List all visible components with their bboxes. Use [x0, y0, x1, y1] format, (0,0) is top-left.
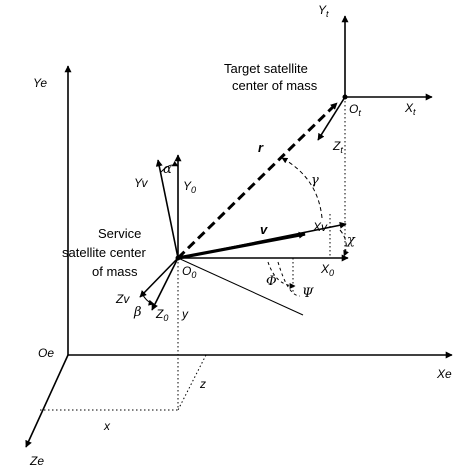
zv-label: Zv: [115, 292, 130, 306]
beta-label: β: [133, 305, 142, 320]
service-label-line1: Service: [98, 226, 141, 241]
o0-label: O0: [182, 264, 196, 280]
target-origin-dot: [342, 94, 348, 100]
v-label: v: [260, 222, 268, 237]
r-vector: [176, 101, 339, 260]
phi-label: Φ: [266, 274, 277, 289]
psi-arc: [277, 261, 301, 297]
z0-label: Z0: [155, 307, 168, 323]
y-coordinate-label: y: [181, 307, 189, 321]
z0-axis: [151, 257, 179, 311]
alpha-arc: [160, 160, 179, 173]
service-origin-dot: [175, 255, 181, 261]
ze-label: Ze: [29, 454, 44, 468]
v-projection-line: [177, 257, 304, 316]
xv-label: Xv: [312, 220, 328, 234]
v-vector: [177, 231, 306, 260]
zv-axis: [139, 257, 179, 298]
x0-label: X0: [320, 262, 334, 278]
zt-label: Zt: [332, 139, 343, 155]
r-label: r: [258, 140, 264, 155]
y0-label: Y0: [183, 179, 196, 195]
alpha-label: α: [163, 162, 172, 177]
ye-label: Ye: [33, 76, 47, 90]
service-label-line3: of mass: [92, 264, 138, 279]
oe-label: Oe: [38, 346, 54, 360]
gamma-arc: [281, 157, 323, 219]
xe-label: Xe: [436, 367, 452, 381]
ze-axis: [25, 354, 69, 448]
yv-label: Yv: [134, 176, 149, 190]
zt-axis: [317, 96, 346, 141]
service-label-line2: satellite center: [62, 245, 146, 260]
target-label-line1: Target satellite: [224, 61, 308, 76]
x-coordinate-label: x: [103, 419, 111, 433]
beta-arc: [141, 292, 155, 306]
yt-label: Yt: [318, 3, 329, 19]
chi-label: χ: [346, 233, 356, 248]
ot-label: Ot: [349, 102, 361, 118]
yv-axis: [155, 159, 179, 259]
psi-label: Ψ: [302, 286, 314, 301]
chi-arc: [339, 229, 349, 257]
gamma-label: γ: [311, 173, 319, 188]
target-label-line2: center of mass: [232, 78, 318, 93]
z-coordinate-label: z: [199, 377, 206, 391]
xt-label: Xt: [404, 101, 416, 117]
